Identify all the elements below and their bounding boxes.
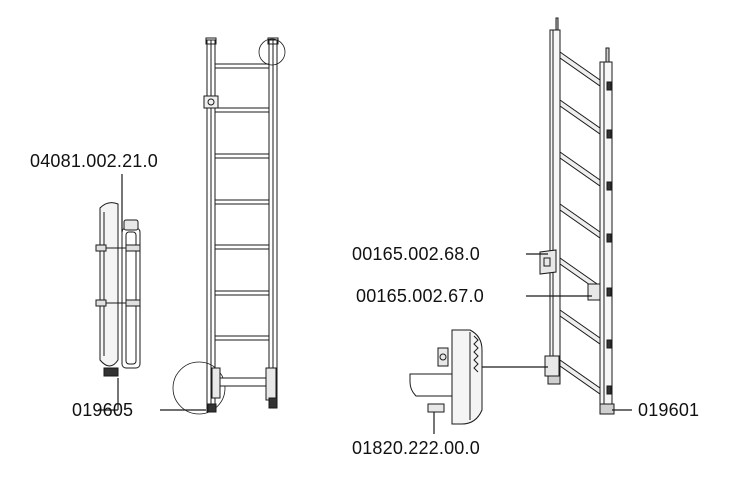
- isometric-ladder: [476, 17, 632, 415]
- part-number-04081-002-21-0: 04081.002.21.0: [30, 151, 158, 171]
- front-view-ladder: [160, 37, 286, 415]
- part-number-00165-002-68-0: 00165.002.68.0: [352, 244, 480, 264]
- left-hook-detail: [95, 174, 141, 411]
- part-number-019605: 019605: [72, 400, 134, 420]
- part-number-00165-002-67-0: 00165.002.67.0: [356, 286, 484, 306]
- part-number-01820-222-00-0: 01820.222.00.0: [352, 438, 480, 458]
- right-hook-detail: [409, 329, 483, 434]
- part-number-019601: 019601: [638, 400, 700, 420]
